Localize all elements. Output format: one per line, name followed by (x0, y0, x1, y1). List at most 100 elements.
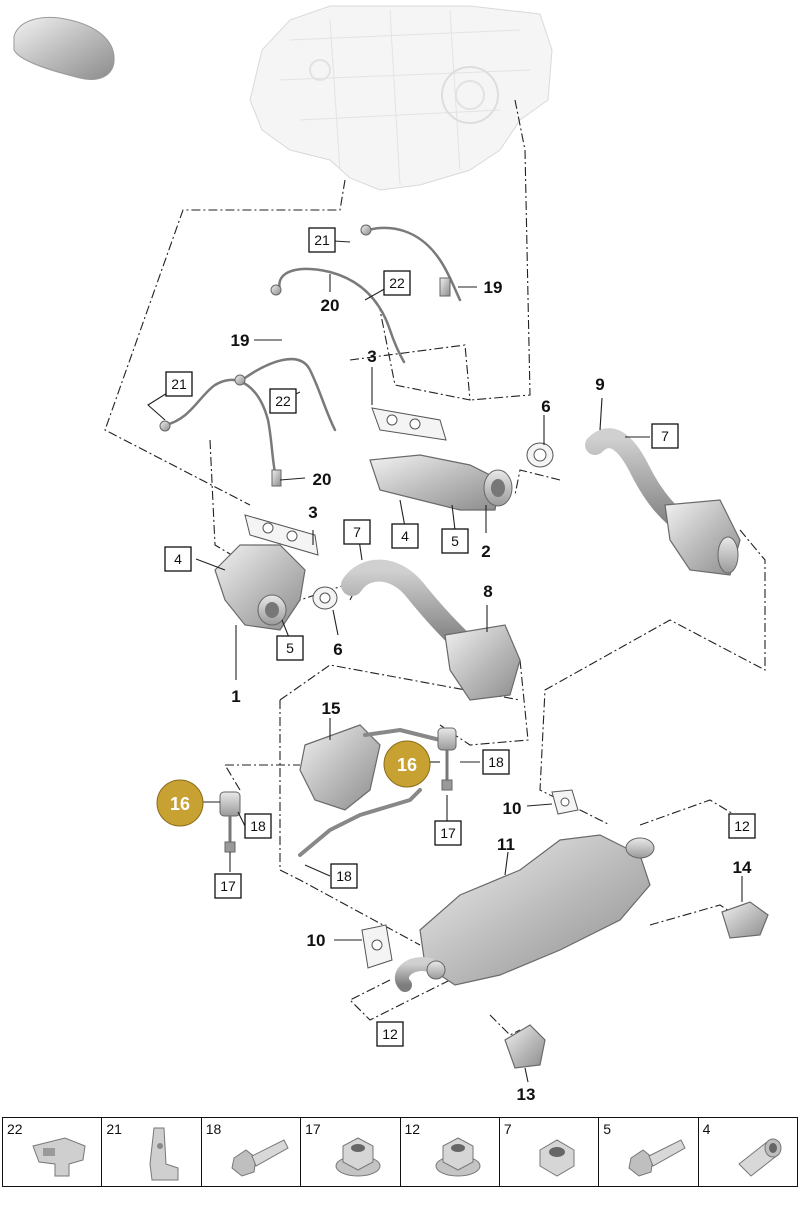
boxed-callout-b4a: 4 (164, 546, 192, 572)
callouts: 1 2 3 3 6 6 8 9 10 10 11 13 14 15 19 19 … (231, 278, 752, 1104)
boxed-callout-frame (330, 863, 358, 889)
boxed-callout-label: 7 (661, 428, 669, 444)
muffler-gasket-upper (551, 789, 579, 815)
boxed-callout-b4b: 4 (391, 523, 419, 549)
callout-19-upper: 19 (484, 278, 503, 297)
callout-11: 11 (497, 835, 515, 854)
legend-cell-21[interactable]: 21 (102, 1118, 202, 1186)
exhaust-pipe-left (341, 559, 521, 701)
rubber-mount-left (219, 791, 241, 853)
assembly-lines (104, 99, 766, 1036)
boxed-callout-b7a: 7 (343, 519, 371, 545)
boxed-callout-frame (434, 820, 462, 846)
flange-gasket-right (526, 442, 554, 468)
oxygen-sensor-upper (270, 224, 462, 364)
legend-number: 12 (404, 1121, 421, 1137)
legend-cell-22[interactable]: 22 (3, 1118, 103, 1186)
boxed-callout-frame (482, 749, 510, 775)
boxed-callout-b5b: 5 (441, 528, 469, 554)
callout-20-upper: 20 (321, 296, 340, 315)
legend-cell-17[interactable]: 17 (301, 1118, 401, 1186)
callout-6-left: 6 (333, 640, 342, 659)
boxed-callout-frame (376, 1021, 404, 1047)
boxed-callout-label: 17 (440, 825, 456, 841)
callout-19-left: 19 (231, 331, 250, 350)
boxed-callout-frame (391, 523, 419, 549)
boxed-callout-label: 4 (174, 551, 182, 567)
sleeve-icon (737, 1138, 782, 1177)
boxed-callout-label: 17 (220, 878, 236, 894)
callout-14: 14 (733, 858, 752, 877)
flange-nut-icon (435, 1137, 480, 1177)
boxed-callout-label: 4 (401, 528, 409, 544)
bolt-icon (231, 1139, 289, 1177)
catalytic-converter-right (369, 454, 513, 511)
boxed-callout-frame (383, 270, 411, 296)
flange-nut-icon (335, 1137, 381, 1177)
boxed-callout-label: 5 (451, 533, 459, 549)
callout-2: 2 (481, 542, 490, 561)
exhaust-pipe-right (585, 428, 741, 576)
callout-13: 13 (517, 1085, 536, 1104)
legend-cell-5[interactable]: 5 (599, 1118, 699, 1186)
boxed-callout-label: 5 (286, 640, 294, 656)
exhaust-gasket-right (371, 407, 447, 441)
boxed-callout-label: 18 (336, 868, 352, 884)
boxed-callout-b18c: 18 (330, 863, 358, 889)
oxygen-sensor-left (159, 357, 337, 487)
callout-16-left[interactable]: 16 (170, 794, 190, 814)
callout-8: 8 (483, 582, 492, 601)
boxed-callout-frame (728, 813, 756, 839)
callout-15: 15 (322, 699, 341, 718)
vehicle-icon (13, 16, 115, 80)
callout-6-right: 6 (541, 397, 550, 416)
bracket-icon (32, 1137, 86, 1177)
rear-muffler (394, 834, 655, 992)
boxed-callout-label: 7 (353, 524, 361, 540)
heat-shield-bracket (298, 724, 442, 857)
boxed-callout-label: 22 (389, 275, 405, 291)
boxed-callout-frame (214, 873, 242, 899)
legend-cell-7[interactable]: 7 (500, 1118, 600, 1186)
boxed-callout-label: 12 (734, 818, 750, 834)
callout-9: 9 (595, 375, 604, 394)
legend-cell-18[interactable]: 18 (202, 1118, 302, 1186)
boxed-callout-label: 22 (275, 393, 291, 409)
boxed-callout-b22b: 22 (269, 388, 297, 414)
tailpipe-right (721, 901, 769, 939)
boxed-callout-b17b: 17 (434, 820, 462, 846)
legend-number: 18 (205, 1121, 222, 1137)
rubber-mount-right (437, 727, 457, 791)
callout-1: 1 (231, 687, 240, 706)
hex-nut-icon (539, 1139, 575, 1177)
boxed-callout-b21b: 21 (165, 371, 193, 397)
muffler-gasket-lower (361, 924, 393, 969)
boxed-callout-b7b: 7 (651, 423, 679, 449)
boxed-callout-b22a: 22 (383, 270, 411, 296)
boxed-callout-frame (165, 371, 193, 397)
boxed-callout-frame (164, 546, 192, 572)
callout-3-right: 3 (367, 347, 376, 366)
boxed-callout-frame (441, 528, 469, 554)
boxed-callout-frame (276, 635, 304, 661)
callout-16-right[interactable]: 16 (397, 755, 417, 775)
tailpipe-left (504, 1024, 546, 1069)
legend-cell-4[interactable]: 4 (699, 1118, 797, 1186)
boxed-callout-frame (269, 388, 297, 414)
boxed-callout-label: 21 (171, 376, 187, 392)
legend-number: 17 (305, 1121, 321, 1137)
legend-number: 4 (702, 1121, 711, 1137)
flange-gasket-left (312, 586, 338, 610)
engine-block (249, 5, 553, 191)
legend-cell-12[interactable]: 12 (401, 1118, 500, 1186)
boxed-callout-frame (308, 227, 336, 253)
legend-number: 22 (7, 1121, 23, 1137)
legend-number: 21 (106, 1121, 122, 1137)
boxed-callout-frame (244, 813, 272, 839)
callout-20-left: 20 (313, 470, 332, 489)
boxed-callout-label: 12 (382, 1026, 398, 1042)
boxed-callout-b17a: 17 (214, 873, 242, 899)
boxed-callout-label: 18 (488, 754, 504, 770)
